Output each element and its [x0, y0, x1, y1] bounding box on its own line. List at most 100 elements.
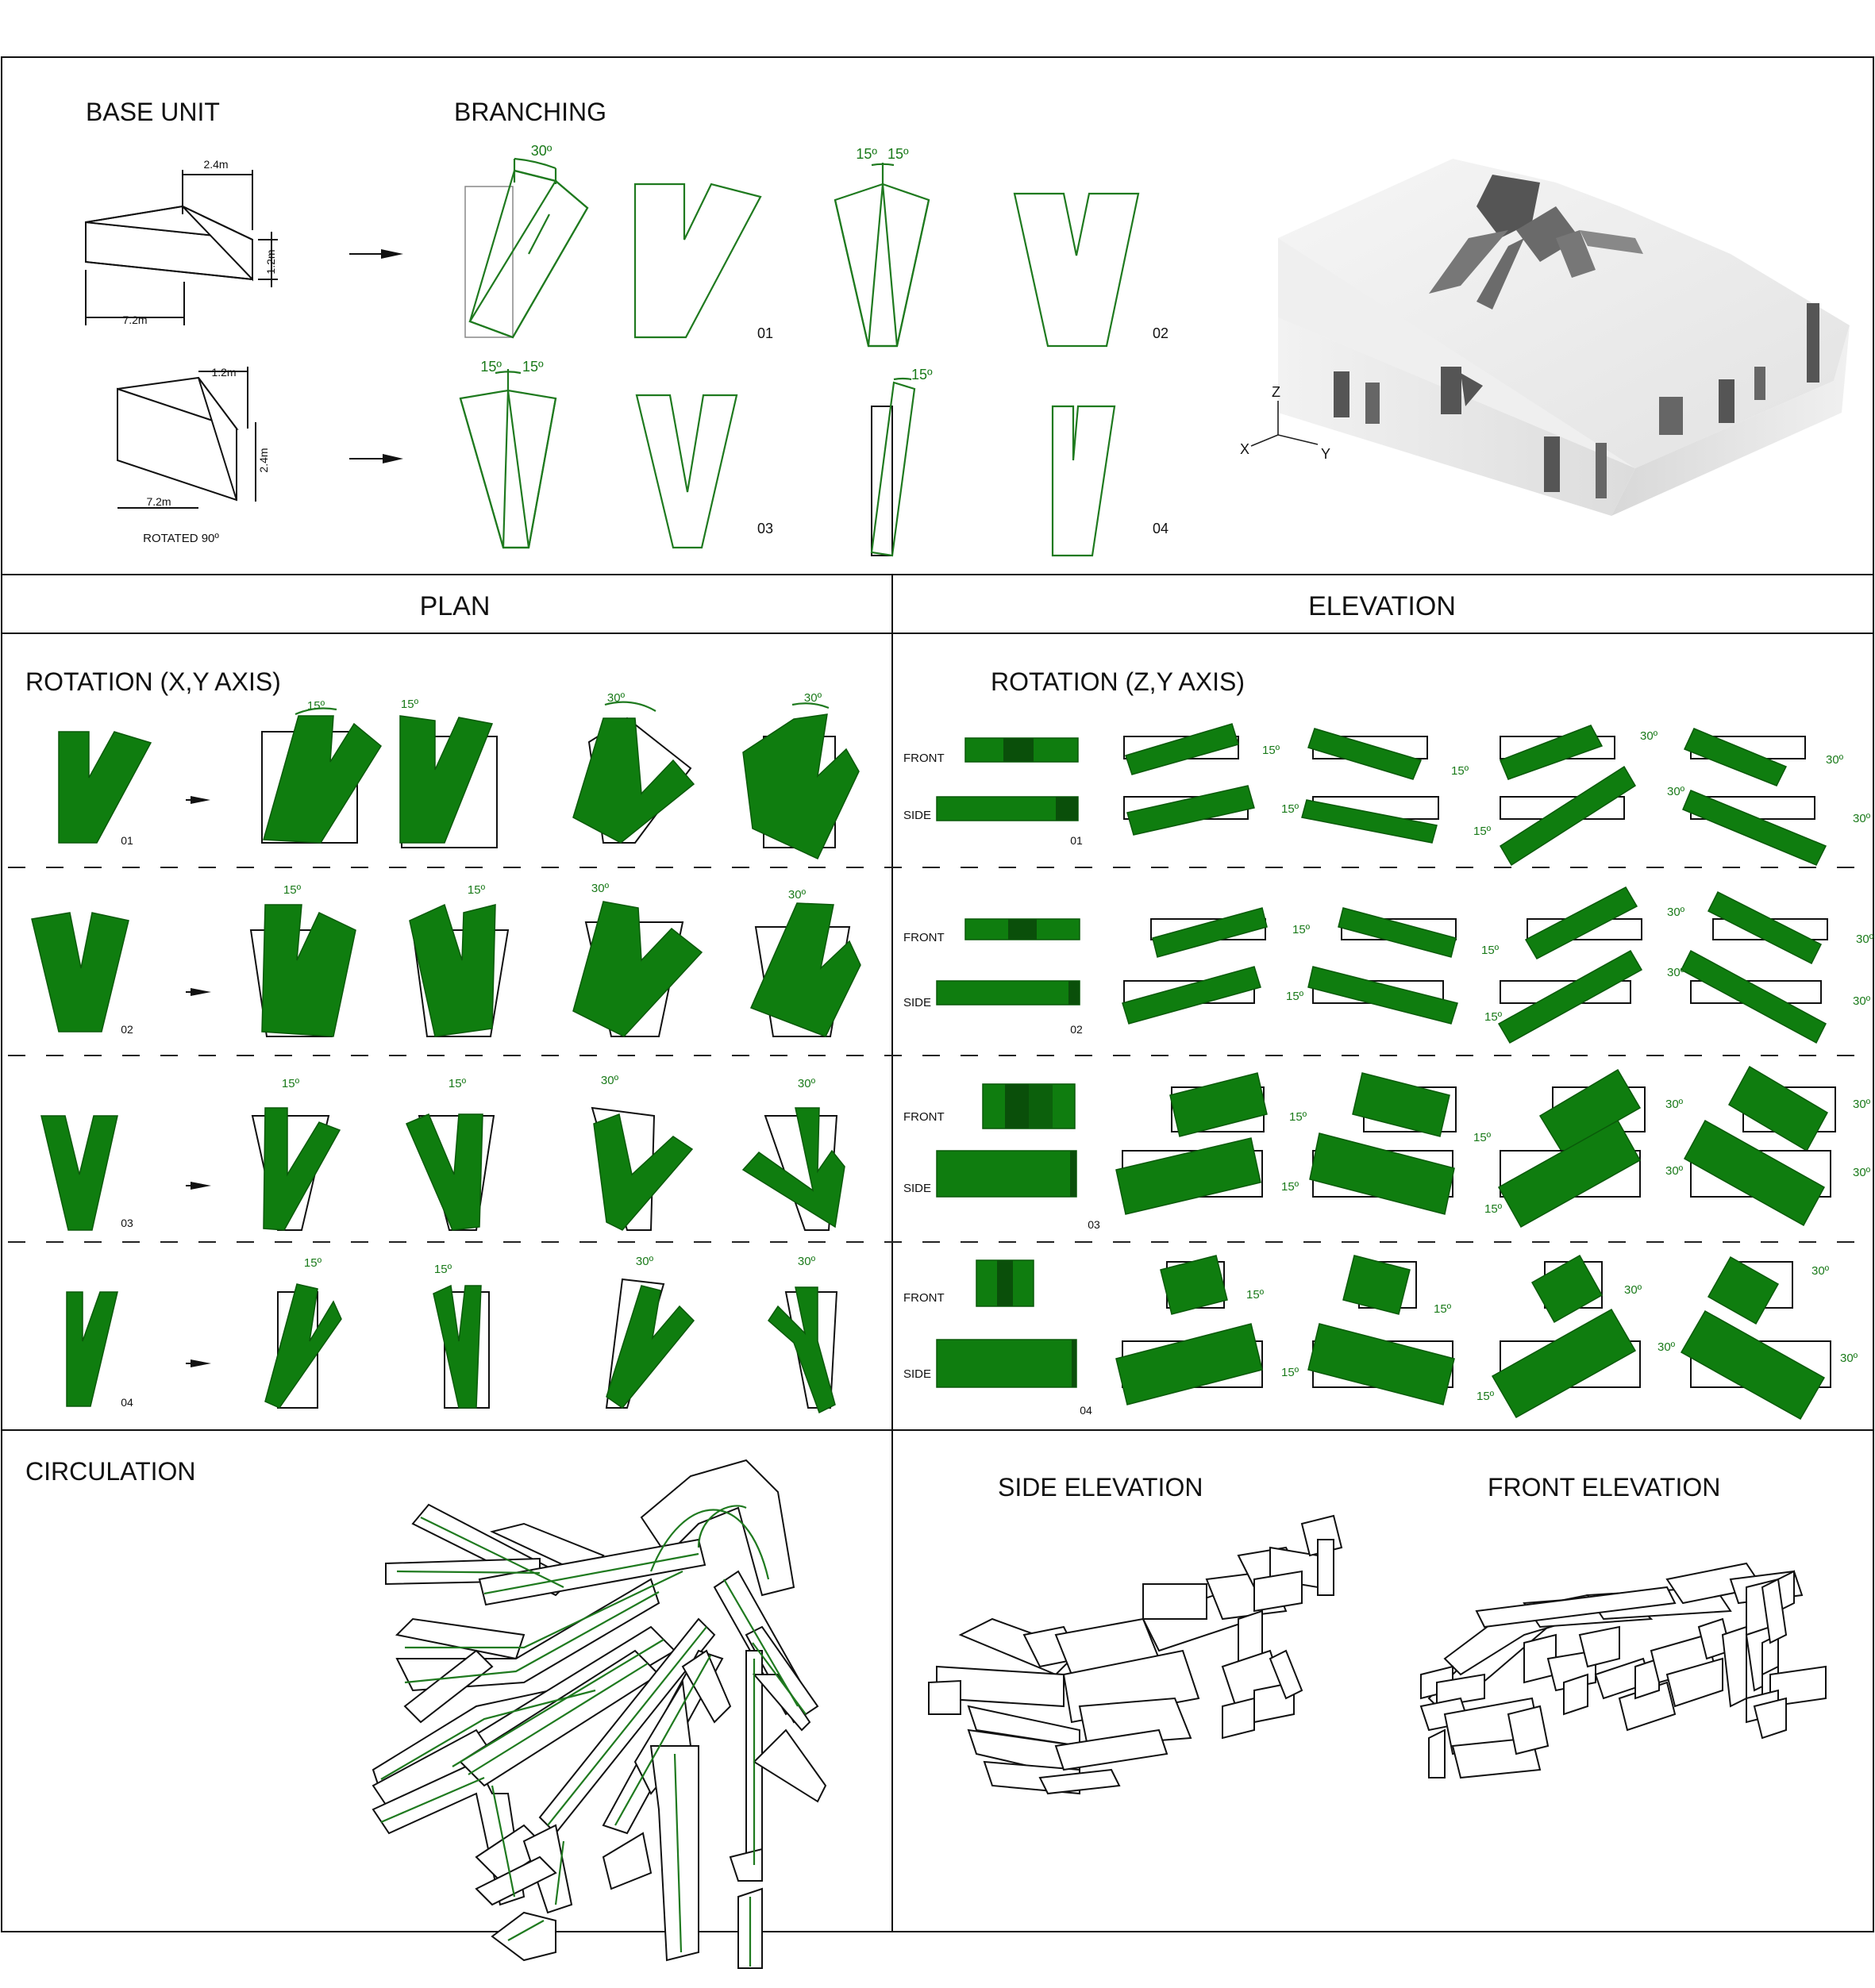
- angle-label: 30º: [1657, 1340, 1676, 1354]
- side-label: SIDE: [903, 809, 931, 822]
- angle-label: 15º: [1286, 990, 1304, 1003]
- side-label: SIDE: [903, 1367, 931, 1381]
- branching-04-construction: [870, 377, 916, 557]
- angle-label: 15º: [449, 1077, 467, 1090]
- angle-label: 15º: [1451, 764, 1469, 778]
- arrow-icon: [349, 249, 403, 259]
- front-elevation-title: FRONT ELEVATION: [1488, 1473, 1720, 1502]
- angle-label: 30º: [1853, 812, 1871, 825]
- angle-label: 15º: [1246, 1288, 1265, 1302]
- rotated-unit-box: [117, 367, 256, 509]
- plan-row-label: 02: [121, 1023, 133, 1036]
- branching-02-construction: [834, 163, 930, 348]
- angle-label: 15º: [1481, 944, 1500, 957]
- angle-label: 15º: [307, 699, 325, 713]
- angle-label: 30º: [1665, 1164, 1684, 1178]
- dim-height: 1.2m: [264, 249, 277, 274]
- dim-width: 2.4m: [203, 158, 228, 171]
- angle-label: 30º: [1853, 994, 1871, 1008]
- angle-label: 15º: [434, 1263, 452, 1276]
- angle-label: 15º: [304, 1256, 322, 1270]
- angle-label: 30º: [1624, 1283, 1642, 1297]
- branching-03-shape: [635, 394, 738, 549]
- elevation-row-02: [936, 886, 1828, 1044]
- angle-label: 15º: [1281, 1180, 1299, 1194]
- elevation-row-04: [936, 1254, 1831, 1421]
- arrow-icon: [383, 454, 403, 463]
- circulation-path: [380, 1505, 807, 1967]
- plan-row-label: 01: [121, 834, 133, 847]
- angle-label: 15º: [1473, 825, 1492, 838]
- plan-row-04: [66, 1278, 838, 1414]
- plan-row-label: 04: [121, 1396, 133, 1409]
- branching-label: 01: [757, 325, 773, 341]
- angle-label: 30º: [607, 691, 626, 705]
- side-label: SIDE: [903, 1182, 931, 1195]
- plan-title: PLAN: [420, 591, 491, 621]
- angle-label: 30º: [601, 1074, 619, 1087]
- branching-01-shape: [633, 183, 762, 339]
- elevation-row-label: 03: [1088, 1218, 1100, 1231]
- angle-label: 30º: [1856, 932, 1874, 946]
- axis-x-label: X: [1240, 441, 1249, 457]
- angle-label: 30º: [804, 691, 822, 705]
- angle-label: 30º: [798, 1255, 816, 1268]
- angle-label: 30º: [1667, 906, 1685, 919]
- angle-label: 30º: [1640, 729, 1658, 743]
- angle-label: 15º: [401, 698, 419, 711]
- angle-label: 30º: [1826, 753, 1844, 767]
- plan-row-01: [58, 701, 860, 859]
- angle-label: 15º: [911, 367, 933, 383]
- axis-z-label: Z: [1272, 384, 1280, 400]
- base-unit-title: BASE UNIT: [86, 98, 220, 126]
- angle-label: 30º: [1667, 966, 1685, 979]
- front-label: FRONT: [903, 931, 945, 944]
- angle-label: 30º: [1665, 1098, 1684, 1111]
- branching-label: 04: [1153, 521, 1169, 536]
- branching-label: 02: [1153, 325, 1169, 341]
- side-label: SIDE: [903, 996, 931, 1009]
- front-label: FRONT: [903, 1291, 945, 1305]
- angle-label: 15º: [1281, 802, 1299, 816]
- rot-dim-length: 7.2m: [146, 495, 171, 508]
- angle-label: 30º: [636, 1255, 654, 1268]
- circulation-title: CIRCULATION: [25, 1457, 196, 1486]
- angle-label: 15º: [283, 883, 302, 897]
- front-label: FRONT: [903, 752, 945, 765]
- angle-label: 30º: [531, 143, 552, 159]
- angle-label: 30º: [1840, 1352, 1858, 1365]
- angle-label: 15º: [856, 146, 877, 162]
- angle-label: 30º: [788, 888, 807, 902]
- angle-label: 15º: [1289, 1110, 1307, 1124]
- angle-label: 15º: [1477, 1390, 1495, 1403]
- plan-row-03: [40, 1106, 845, 1231]
- dim-length: 7.2m: [122, 313, 147, 326]
- sheet-frame: [1, 56, 1874, 1932]
- circulation-plan: [372, 1459, 827, 1969]
- terrain-model: [1250, 159, 1850, 516]
- branching-title: BRANCHING: [454, 98, 606, 126]
- elevation-row-01: [936, 723, 1827, 867]
- front-label: FRONT: [903, 1110, 945, 1124]
- rotated-label: ROTATED 90º: [143, 532, 219, 545]
- base-unit-box: [85, 170, 278, 325]
- angle-label: 15º: [1262, 744, 1280, 757]
- angle-label: 15º: [1484, 1202, 1503, 1216]
- rot-dim-height: 2.4m: [257, 448, 270, 472]
- elevation-row-label: 04: [1080, 1404, 1092, 1417]
- branching-label: 03: [757, 521, 773, 536]
- angle-label: 15º: [1484, 1010, 1503, 1024]
- angle-label: 15º: [1434, 1302, 1452, 1316]
- front-elevation-massing: [1419, 1562, 1827, 1779]
- branching-02-shape: [1013, 192, 1140, 348]
- angle-label: 30º: [798, 1077, 816, 1090]
- angle-label: 30º: [1667, 785, 1685, 798]
- side-elevation-title: SIDE ELEVATION: [998, 1473, 1203, 1502]
- plan-row-label: 03: [121, 1217, 133, 1229]
- elevation-row-03: [936, 1065, 1836, 1229]
- plan-row-02: [31, 901, 861, 1037]
- angle-label: 30º: [1853, 1098, 1871, 1111]
- side-elevation-massing: [928, 1514, 1343, 1795]
- axis-y-label: Y: [1321, 446, 1330, 462]
